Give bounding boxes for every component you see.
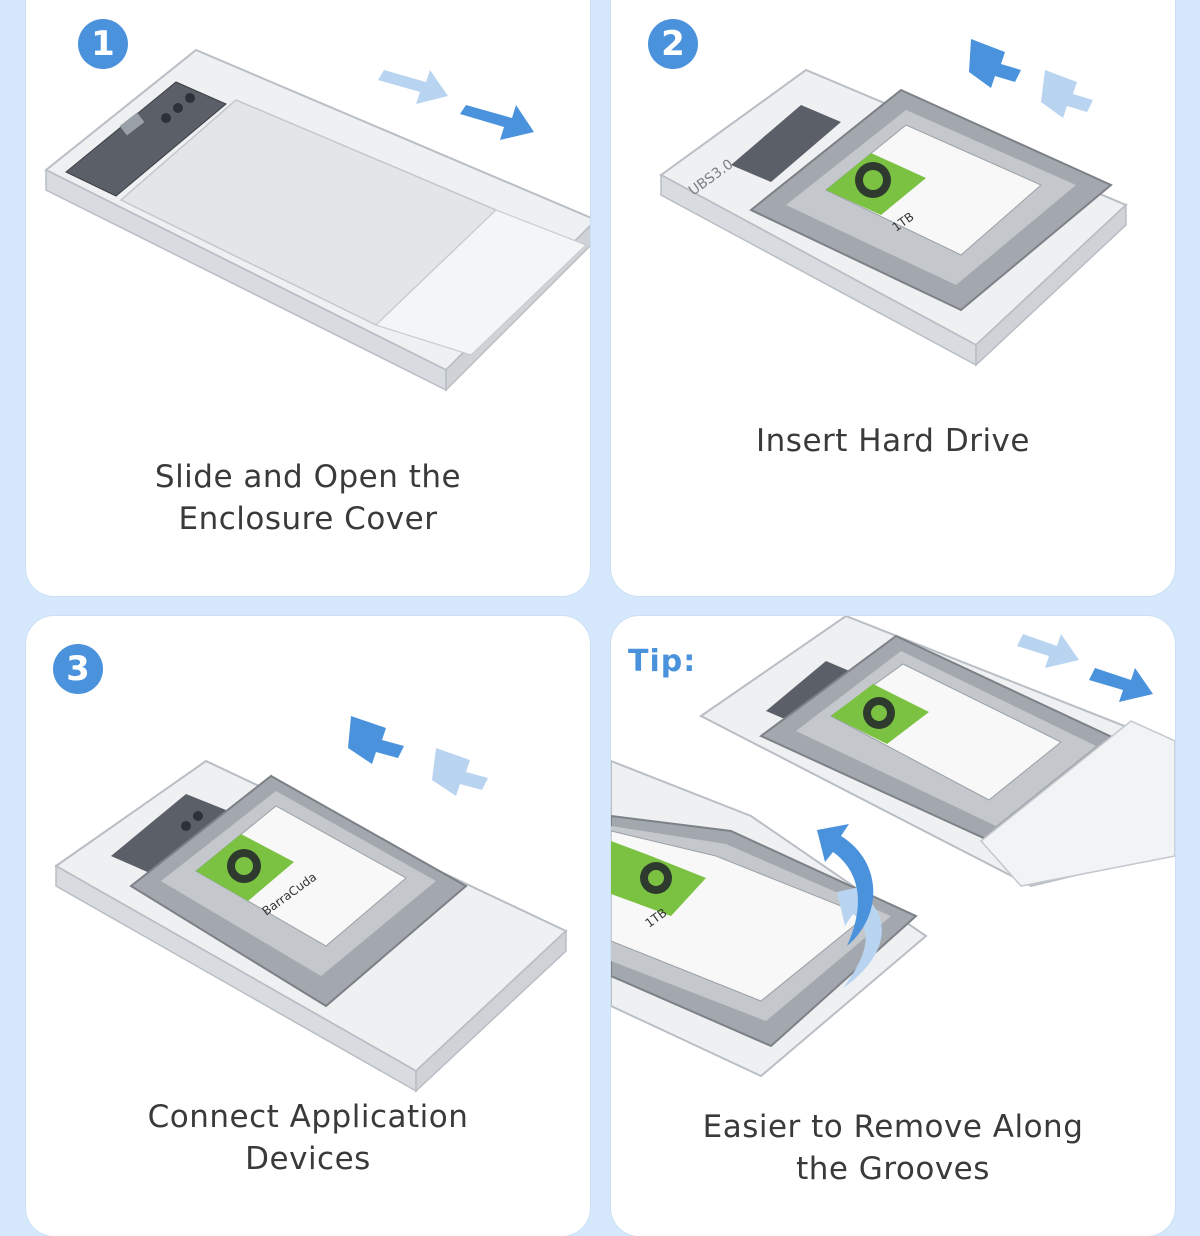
- step-3-caption-line-1: Connect Application: [147, 1099, 469, 1135]
- step-3-caption: Connect Application Devices: [26, 1096, 590, 1180]
- step-1-card: 1 Slide and Open the Enclosure Cover: [26, 0, 590, 596]
- step-2-card: 2 UBS3.0 1TB Insert Hard Drive: [611, 0, 1175, 596]
- upper-enclosure: [699, 616, 1175, 888]
- lower-enclosure: 1TB: [611, 759, 928, 1078]
- step-3-caption-line-2: Devices: [245, 1141, 371, 1177]
- step-1-caption: Slide and Open the Enclosure Cover: [26, 456, 590, 540]
- slide-left-arrows: [969, 39, 1093, 118]
- enclosure-case: [44, 48, 590, 392]
- slide-right-arrows: [378, 70, 534, 140]
- slide-left-arrows: [348, 716, 488, 796]
- connect-device-illustration: BarraCuda: [54, 716, 568, 1093]
- open-enclosure-illustration: [44, 48, 590, 392]
- tip-caption: Easier to Remove Along the Grooves: [611, 1106, 1175, 1190]
- step-3-badge: 3: [53, 644, 103, 694]
- step-2-badge: 2: [648, 19, 698, 69]
- remove-drive-illustration: 1TB: [611, 616, 1175, 1078]
- tip-caption-line-2: the Grooves: [796, 1151, 990, 1187]
- tip-label: Tip:: [628, 644, 697, 679]
- lift-up-arrows: [817, 824, 882, 988]
- step-2-caption: Insert Hard Drive: [611, 420, 1175, 462]
- tip-caption-line-1: Easier to Remove Along: [702, 1109, 1084, 1145]
- step-1-caption-line-1: Slide and Open the: [154, 459, 462, 495]
- insert-drive-illustration: UBS3.0 1TB: [659, 39, 1128, 367]
- step-3-card: 3 BarraCuda Connect Application Devices: [26, 616, 590, 1236]
- step-1-badge: 1: [78, 19, 128, 69]
- slide-right-arrows: [1017, 634, 1153, 702]
- hard-drive: 1TB: [749, 88, 1113, 312]
- step-1-caption-line-2: Enclosure Cover: [178, 501, 438, 537]
- step-2-caption-line-1: Insert Hard Drive: [756, 423, 1030, 459]
- tip-card: Tip: 1TB: [611, 616, 1175, 1236]
- hard-drive: BarraCuda: [129, 774, 468, 1008]
